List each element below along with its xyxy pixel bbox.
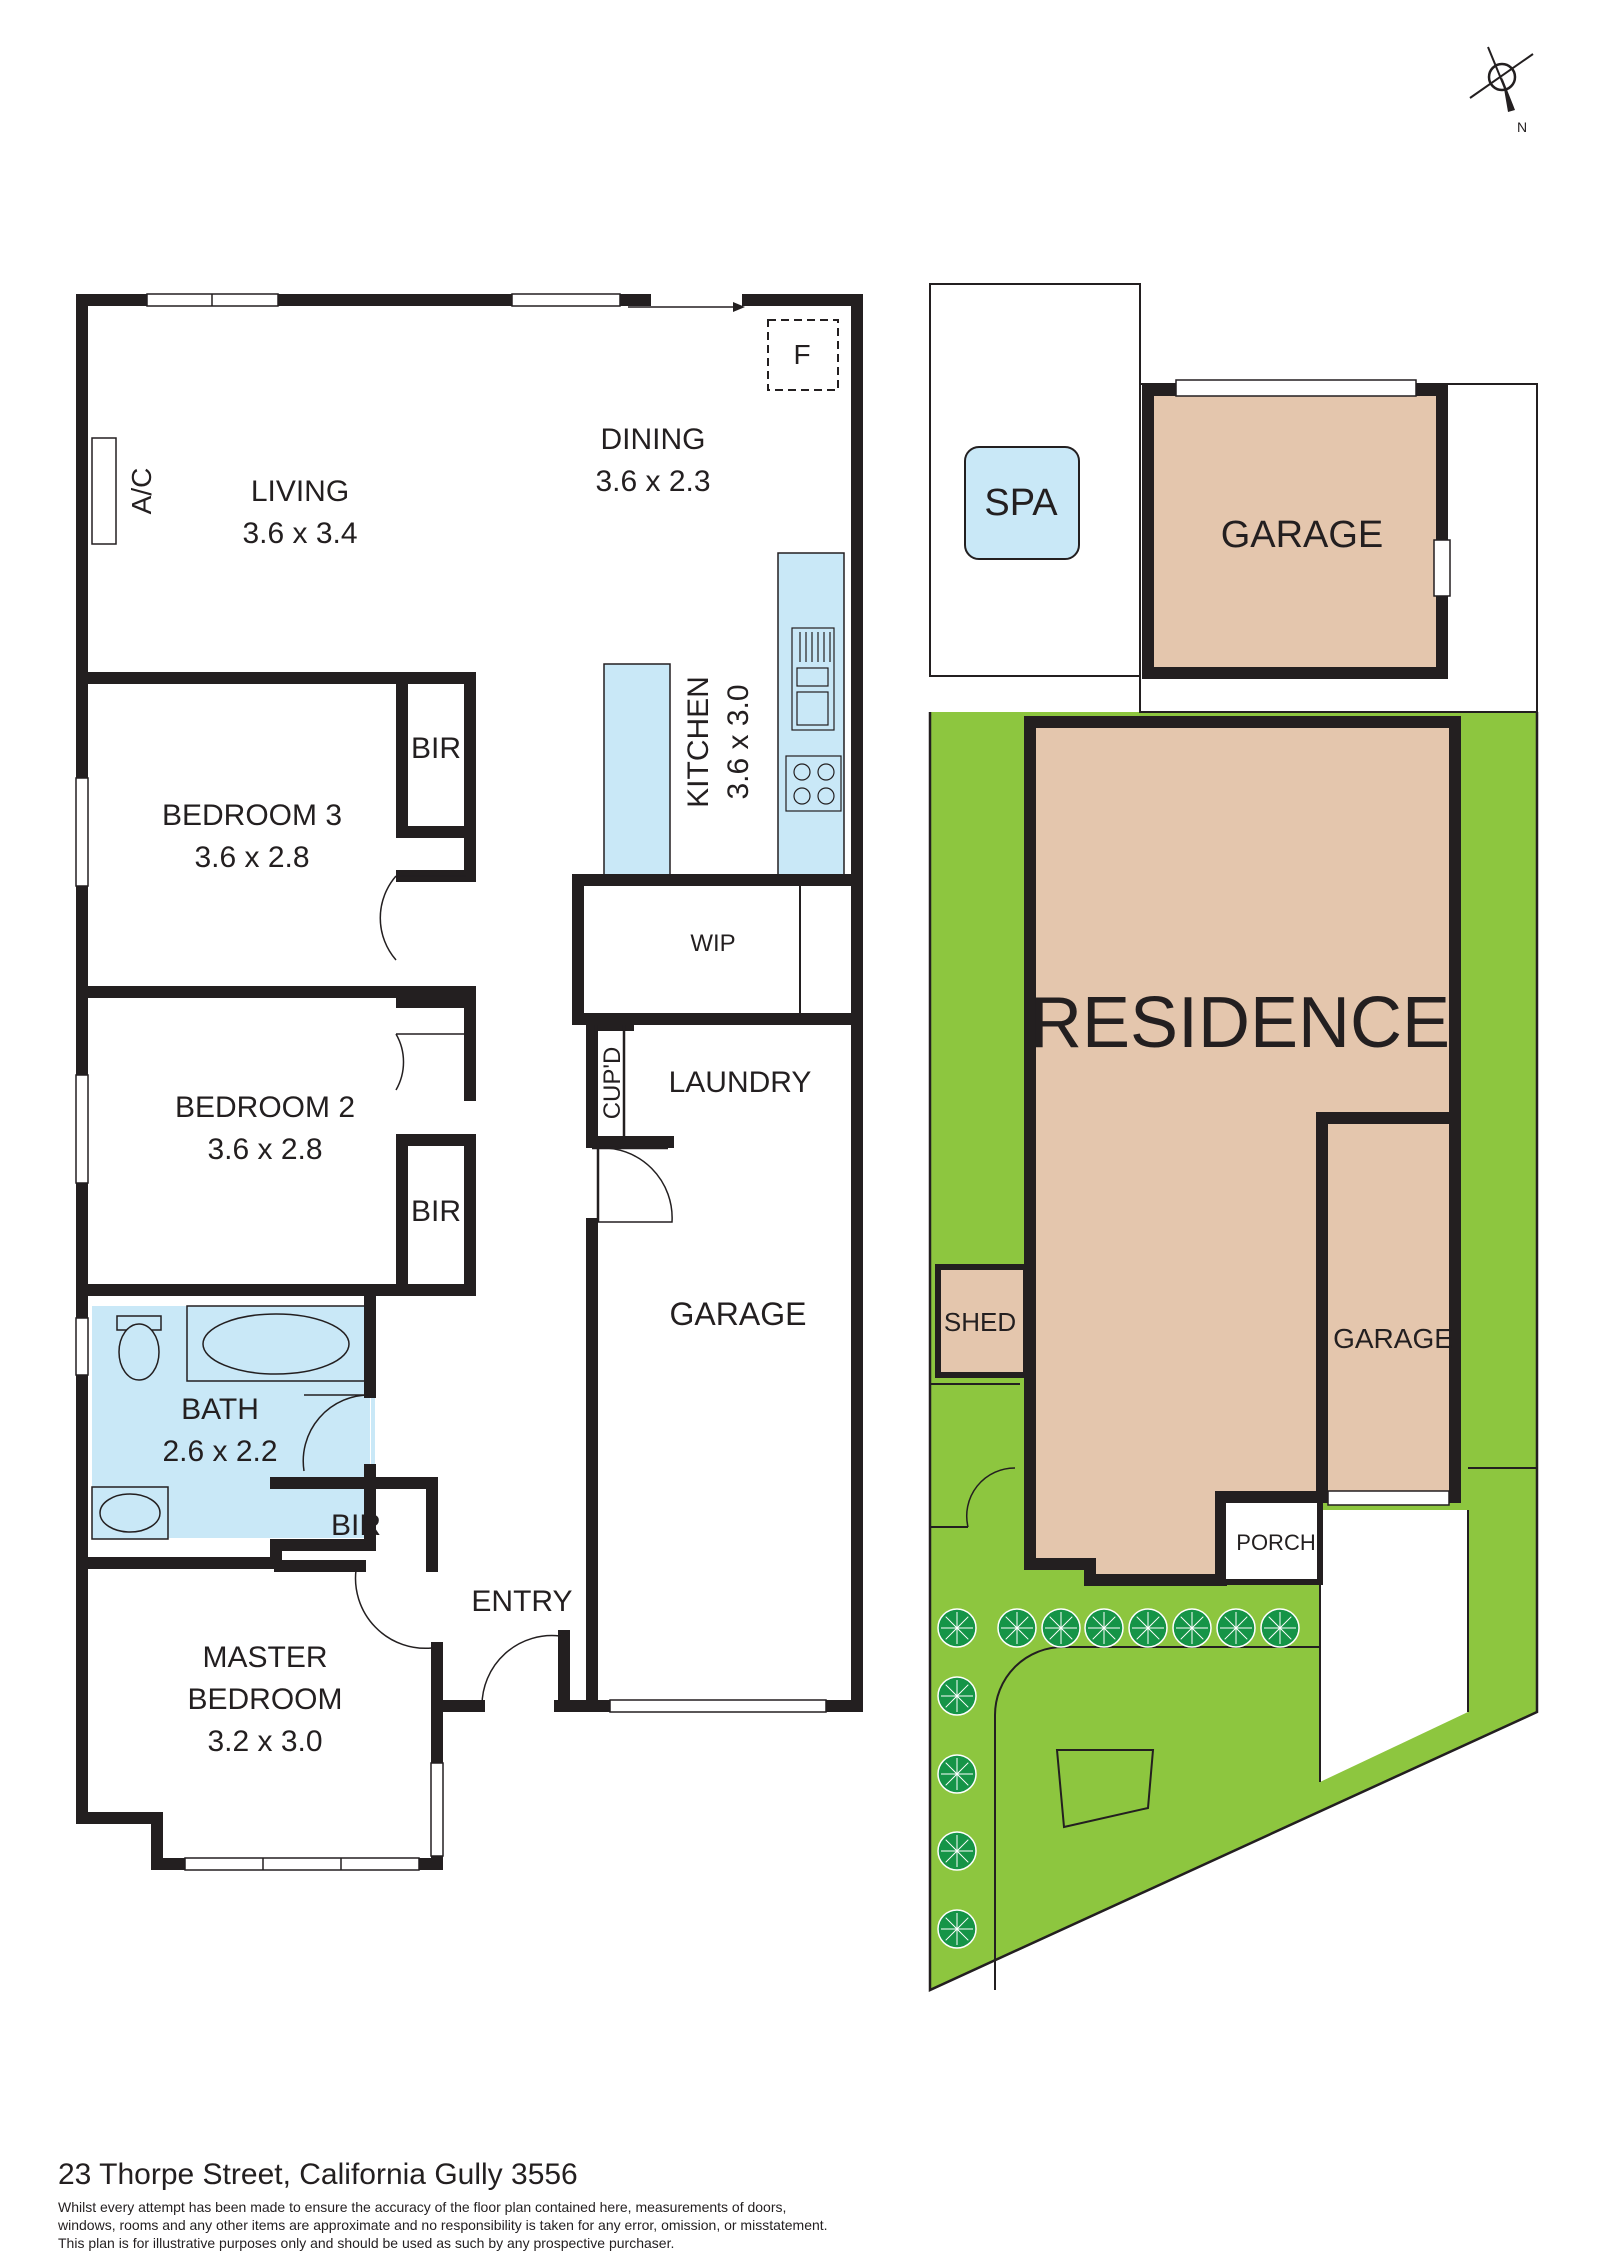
master-bedroom-label-line1: MASTER <box>202 1641 327 1674</box>
floorplan-windows <box>75 293 827 1871</box>
kitchen-size: 3.6 x 3.0 <box>722 684 755 799</box>
disclaimer-line-3: This plan is for illustrative purposes o… <box>58 2235 675 2251</box>
porch-label: PORCH <box>1236 1530 1315 1555</box>
floorplan-doors <box>302 875 673 1707</box>
tree-icon <box>937 1909 977 1949</box>
kitchen-island <box>603 663 671 876</box>
front-garage <box>1316 1112 1461 1503</box>
wip-label: WIP <box>690 930 735 957</box>
master-bedroom-label-line2: BEDROOM <box>187 1683 342 1716</box>
kitchen-label: KITCHEN <box>682 676 715 808</box>
compass-ring <box>1487 62 1517 92</box>
bedroom-2-size: 3.6 x 2.8 <box>207 1133 322 1166</box>
bir-master-label: BIR <box>331 1509 381 1542</box>
bath-size: 2.6 x 2.2 <box>162 1435 277 1468</box>
footpath <box>994 1646 1320 1990</box>
front-garage-label: GARAGE <box>1333 1323 1453 1354</box>
fridge-space <box>767 319 839 391</box>
bir-bedroom-2-label: BIR <box>411 1195 461 1228</box>
slide-arrow-icon <box>628 302 745 312</box>
compass-north-label: N <box>1517 119 1527 135</box>
bedroom-3-size: 3.6 x 2.8 <box>194 841 309 874</box>
residence-label: RESIDENCE <box>1030 983 1450 1063</box>
bedroom-2-label: BEDROOM 2 <box>175 1091 355 1124</box>
disclaimer-line-1: Whilst every attempt has been made to en… <box>58 2199 787 2215</box>
master-bedroom-size: 3.2 x 3.0 <box>207 1725 322 1758</box>
tree-icon <box>1216 1608 1256 1648</box>
porch <box>1220 1497 1323 1585</box>
dining-room-label: DINING <box>601 423 706 456</box>
garden-bed <box>1055 1749 1155 1829</box>
tree-icon <box>937 1608 977 1648</box>
garage-label: GARAGE <box>670 1296 807 1332</box>
shed-label: SHED <box>944 1307 1016 1337</box>
site-plan: SPA GARAGE RESIDENCE GARAGE PORCH SHED <box>928 283 1539 1992</box>
tree-icon <box>1172 1608 1212 1648</box>
north-arrow-icon <box>1502 77 1515 112</box>
bath-label: BATH <box>181 1393 259 1426</box>
driveway <box>1320 1510 1468 1782</box>
spa-label: SPA <box>984 482 1058 524</box>
bir-bedroom-3-label: BIR <box>411 732 461 765</box>
cupboard-label: CUP'D <box>599 1047 626 1120</box>
toilet-icon <box>118 1323 160 1381</box>
floorplan-walls <box>76 294 863 1870</box>
tree-icon <box>937 1754 977 1794</box>
tree-icon <box>1128 1608 1168 1648</box>
dining-room-size: 3.6 x 2.3 <box>595 465 710 498</box>
laundry-label: LAUNDRY <box>669 1066 812 1099</box>
entry-label: ENTRY <box>471 1585 572 1618</box>
living-room-label: LIVING <box>251 475 349 508</box>
floorplan-labels: LIVING 3.6 x 3.4 DINING 3.6 x 2.3 KITCHE… <box>162 423 811 1758</box>
tree-row <box>937 1608 1300 1949</box>
gate-icon <box>965 1467 1016 1528</box>
compass-cross-line <box>1469 53 1534 99</box>
fridge-label: F <box>793 339 810 370</box>
ac-label: A/C <box>126 468 157 515</box>
kitchen-bench <box>777 552 845 876</box>
bedroom-3-label: BEDROOM 3 <box>162 799 342 832</box>
cooktop-icon <box>785 755 842 812</box>
ac-unit <box>91 437 117 545</box>
spa <box>964 446 1080 560</box>
shed <box>935 1264 1029 1378</box>
property-address: 23 Thorpe Street, California Gully 3556 <box>58 2158 578 2191</box>
disclaimer-line-2: windows, rooms and any other items are a… <box>58 2217 828 2233</box>
compass: N <box>1469 46 1534 135</box>
living-room-size: 3.6 x 3.4 <box>242 517 357 550</box>
tree-icon <box>1084 1608 1124 1648</box>
lot-boundary <box>928 712 1539 1992</box>
bathroom-fixtures <box>91 1305 366 1540</box>
rear-garage-label: GARAGE <box>1221 514 1384 556</box>
tree-icon <box>1260 1608 1300 1648</box>
tree-icon <box>937 1676 977 1716</box>
plan-footer: 23 Thorpe Street, California Gully 3556 … <box>58 2158 828 2252</box>
tree-icon <box>1041 1608 1081 1648</box>
sink-icon <box>791 627 835 731</box>
tree-icon <box>997 1608 1037 1648</box>
tree-icon <box>937 1831 977 1871</box>
rear-garage <box>1142 384 1448 679</box>
